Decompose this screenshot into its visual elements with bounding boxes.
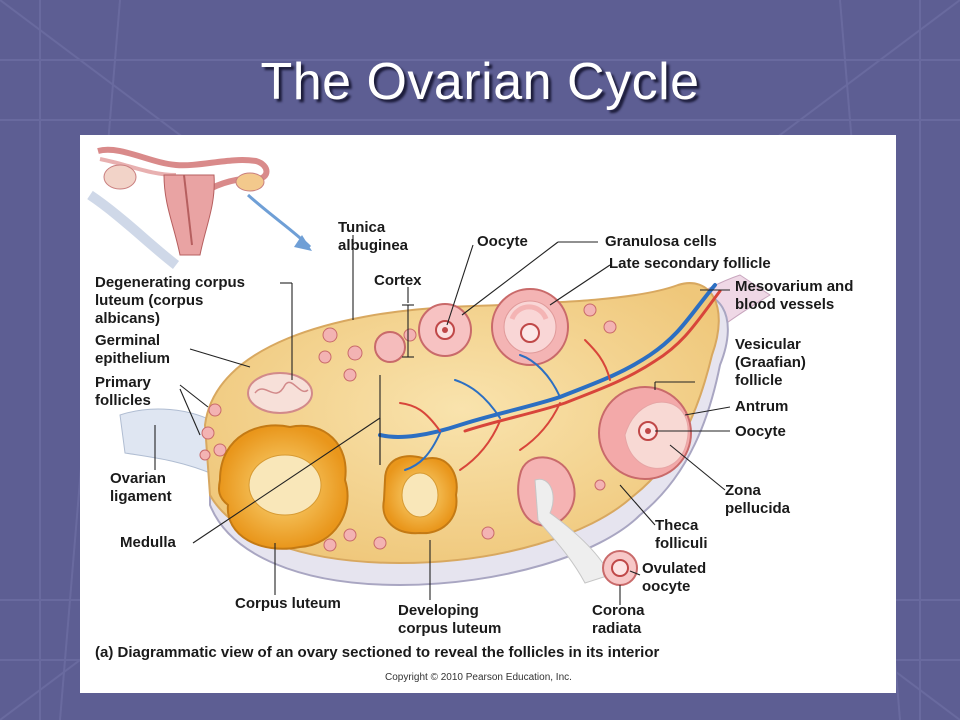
label-late-secondary-follicle: Late secondary follicle: [609, 255, 771, 272]
secondary-follicle-small: [374, 331, 406, 363]
label-corpus-luteum: Corpus luteum: [235, 595, 341, 612]
leader-lines: [154, 235, 731, 605]
slide-title: The Ovarian Cycle: [260, 53, 700, 111]
label-antrum: Antrum: [735, 398, 788, 415]
figure-caption: (a) Diagrammatic view of an ovary sectio…: [95, 644, 660, 661]
corpus-luteum: [218, 424, 349, 550]
developing-corpus-luteum: [382, 455, 458, 535]
label-oocyte-right: Oocyte: [735, 423, 786, 440]
copyright-notice: Copyright © 2010 Pearson Education, Inc.: [385, 672, 572, 683]
label-cortex: Cortex: [374, 272, 422, 289]
label-medulla: Medulla: [120, 534, 176, 551]
oocyte-follicle-top: [418, 303, 472, 357]
ruptured-follicle: [517, 456, 611, 584]
late-secondary-follicle: [491, 288, 569, 366]
uterus-inset-illustration: [87, 146, 312, 269]
label-vesicular-follicle: Vesicular(Graafian)follicle: [735, 336, 806, 389]
label-oocyte-top: Oocyte: [477, 233, 528, 250]
label-granulosa-cells: Granulosa cells: [605, 233, 717, 250]
corpus-albicans: [247, 372, 313, 414]
blood-vessels: [378, 283, 722, 471]
vesicular-follicle: [598, 386, 692, 480]
ovulated-oocyte: [602, 550, 638, 586]
primary-follicles: [199, 303, 667, 552]
